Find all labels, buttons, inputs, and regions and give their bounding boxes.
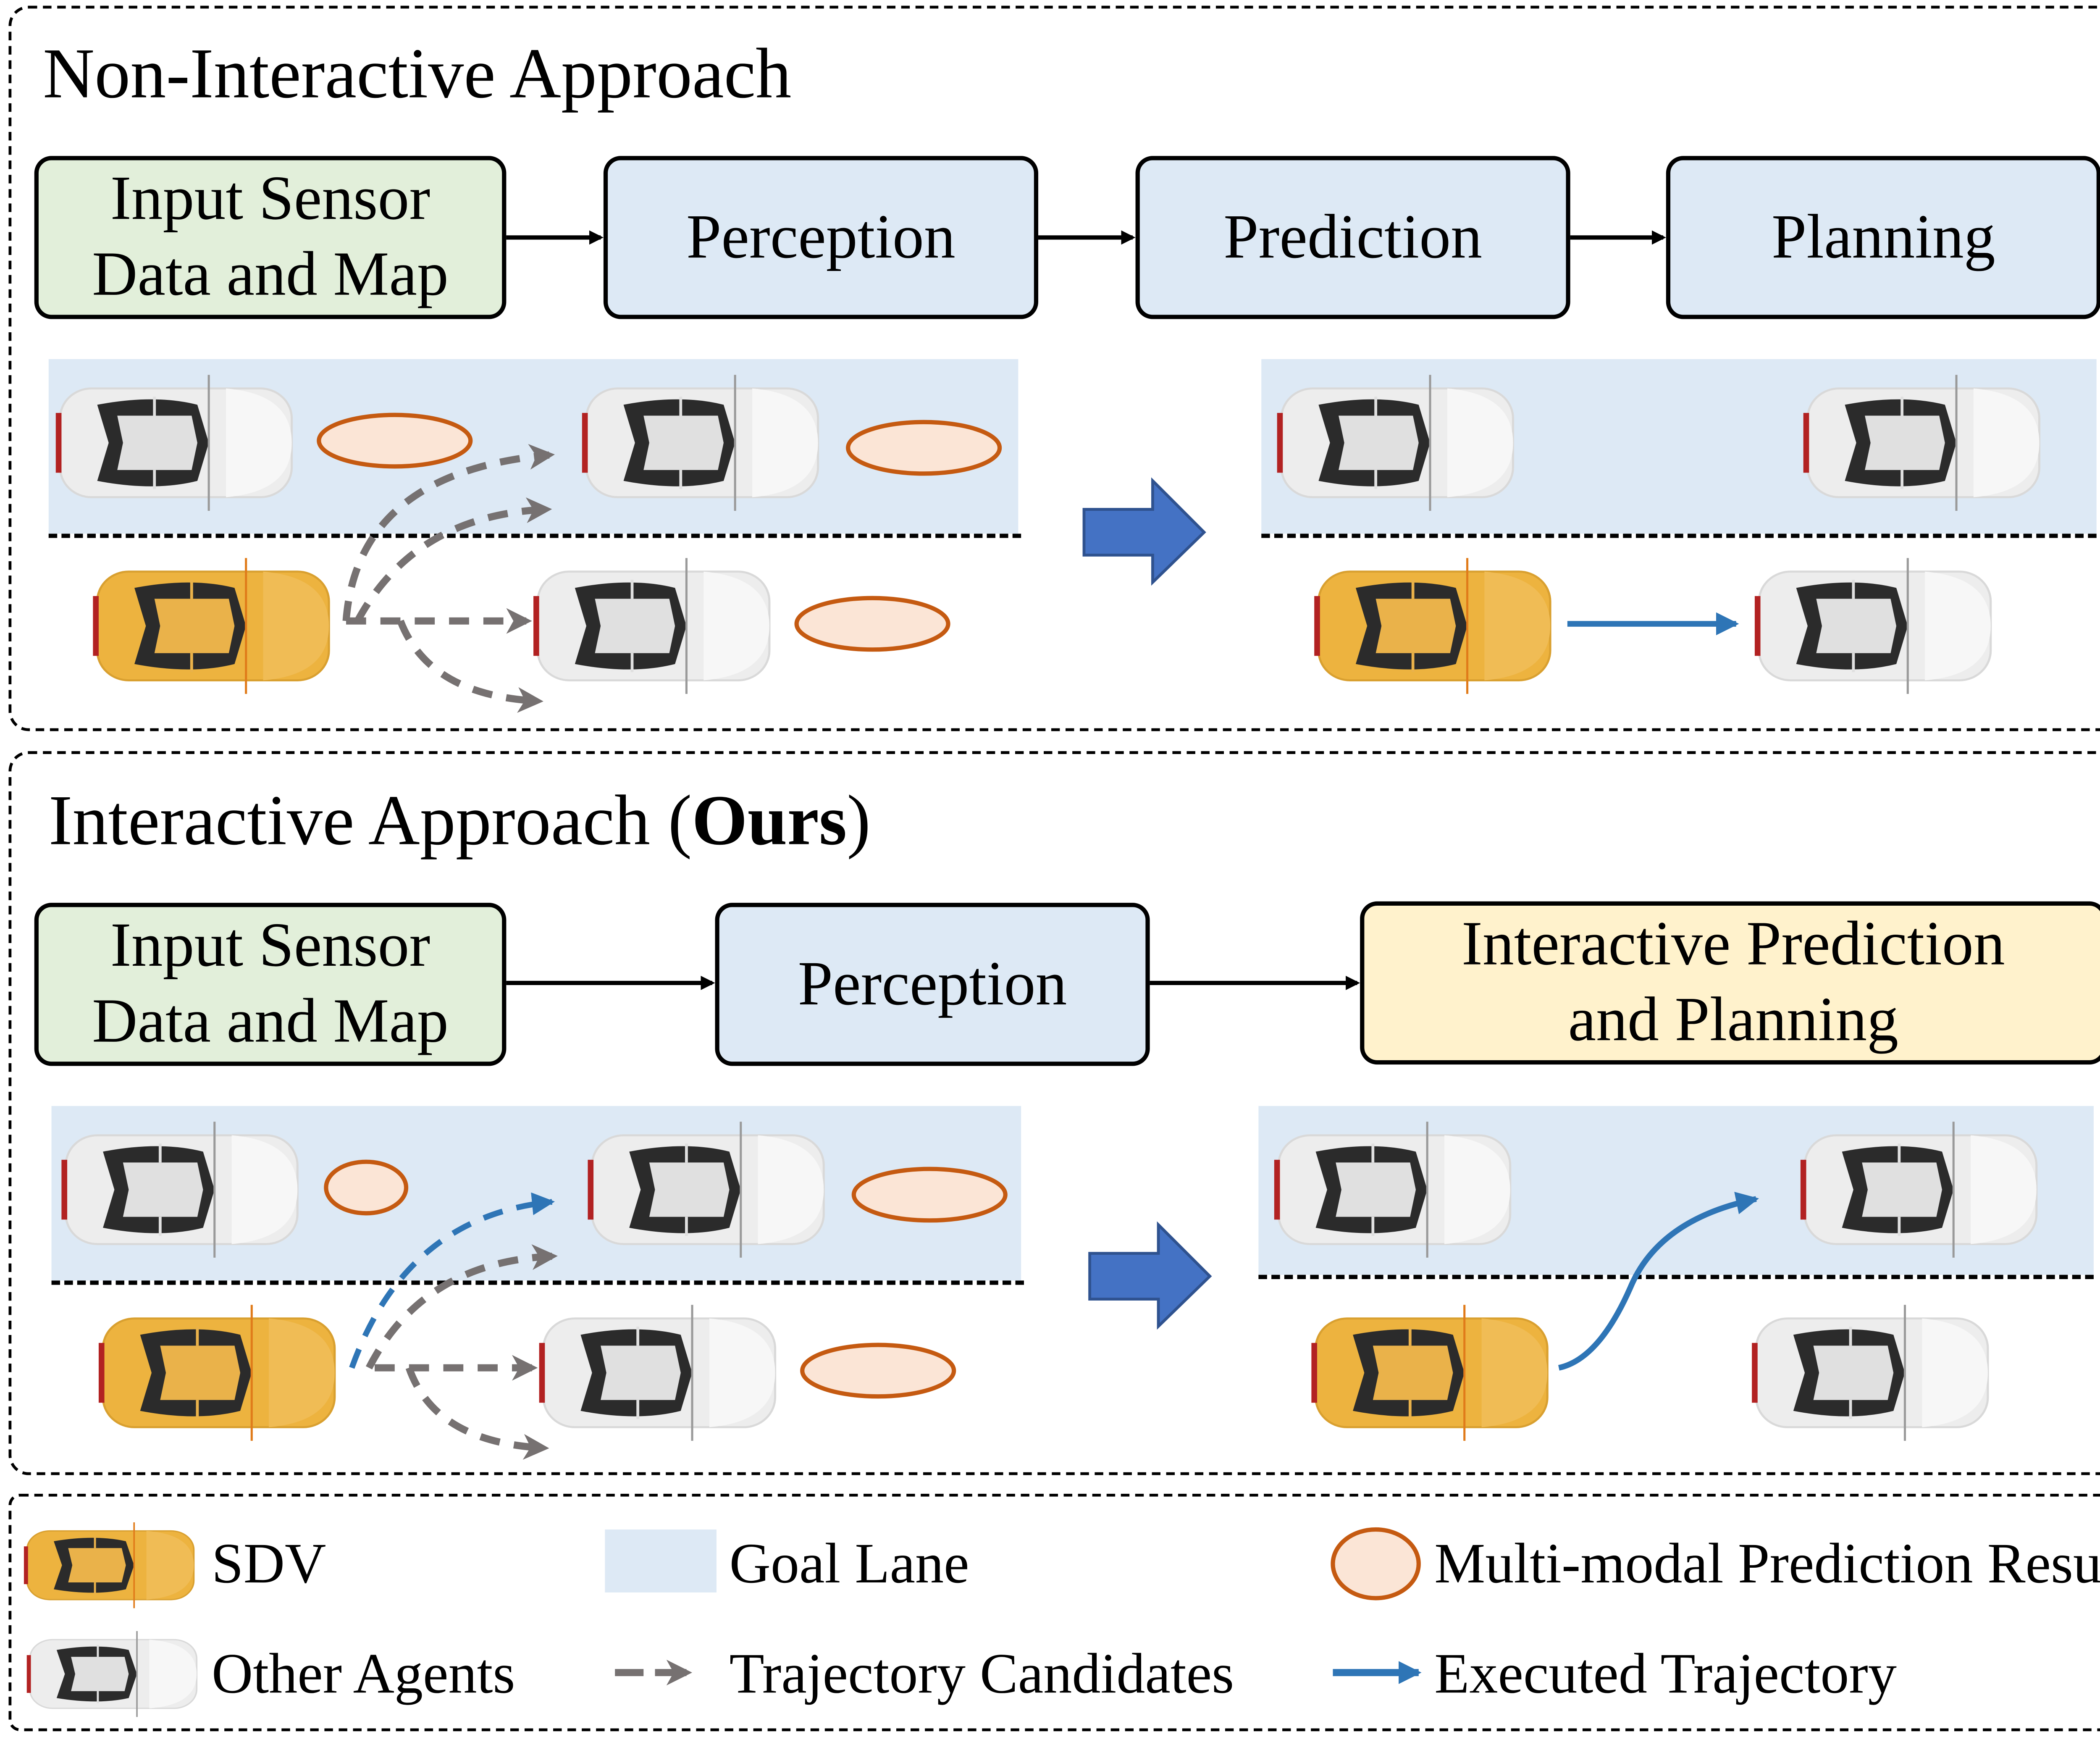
lane-divider-b-left	[48, 533, 1021, 538]
input-line2: Data and Map	[92, 985, 449, 1056]
legend-prediction-label: Multi-modal Prediction Results	[1434, 1531, 2100, 1595]
prediction-box-a: Prediction	[1135, 156, 1570, 319]
perception-box-c: Perception	[715, 903, 1150, 1066]
input-line2: Data and Map	[92, 239, 449, 309]
legend-executed-label: Executed Trajectory	[1434, 1641, 1897, 1705]
title-suffix: )	[847, 780, 871, 860]
non-interactive-title: Non-Interactive Approach	[43, 33, 792, 113]
goal-lane-d-left	[51, 1106, 1021, 1281]
legend-goal-lane-swatch	[605, 1529, 717, 1592]
input-line1: Input Sensor	[110, 910, 430, 980]
legend-goal-lane-label: Goal Lane	[729, 1531, 969, 1595]
title-bold-ours: Ours	[692, 780, 847, 860]
ipp-line1: Interactive Prediction	[1461, 909, 2005, 979]
non-interactive-panel	[8, 5, 2100, 731]
lane-divider-d-right	[1258, 1275, 2094, 1279]
legend-candidates-label: Trajectory Candidates	[729, 1641, 1234, 1705]
lane-divider-d-left	[51, 1280, 1024, 1285]
goal-lane-b-right	[1261, 359, 2097, 534]
legend-other-agents-label: Other Agents	[211, 1641, 515, 1705]
lane-divider-b-right	[1261, 533, 2097, 538]
legend-panel	[8, 1493, 2100, 1732]
title-prefix: Interactive Approach (	[48, 780, 692, 860]
legend-sdv-label: SDV	[211, 1531, 326, 1595]
ipp-line2: and Planning	[1568, 984, 1899, 1055]
planning-box-a: Planning	[1666, 156, 2100, 319]
goal-lane-b-left	[48, 359, 1018, 534]
goal-lane-d-right	[1258, 1106, 2094, 1275]
perception-box-a: Perception	[603, 156, 1039, 319]
interactive-title: Interactive Approach (Ours)	[49, 784, 871, 855]
input-line1: Input Sensor	[110, 163, 430, 234]
interactive-panel	[8, 751, 2100, 1475]
